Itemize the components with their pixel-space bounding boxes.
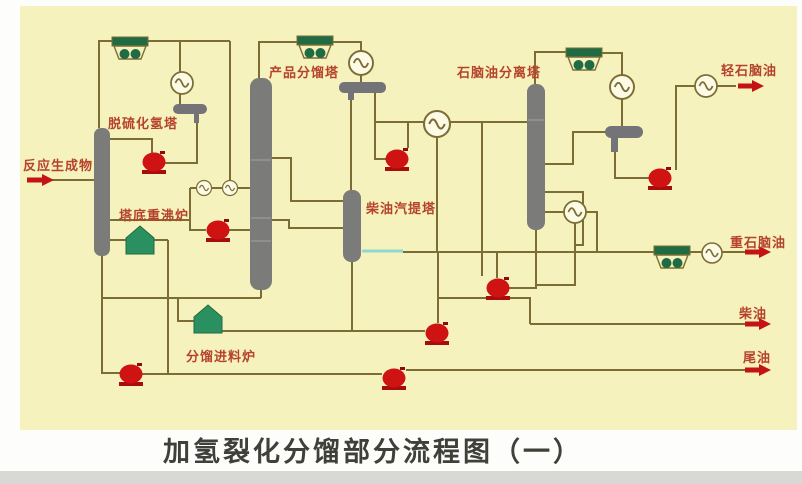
tail-oil-arrow-icon [745,364,771,376]
air-cooler-heavy-naphtha [653,245,691,269]
stream-arrows [27,80,771,376]
heavy-naphtha-arrow-icon [745,246,771,258]
heat-exchanger-icon [348,50,374,76]
label-desulfurizer-column: 脱硫化氢塔 [108,116,178,132]
label-heavy-naphtha: 重石脑油 [730,235,786,251]
diesel-arrow-icon [745,318,771,330]
footer-strip [0,471,802,484]
air-cooler-desulfurizer-overhead [111,36,149,60]
reflux-drum-splitter [605,126,643,152]
label-light-naphtha: 轻石脑油 [721,63,777,79]
column-diesel-stripper [343,190,361,262]
reflux-drums [173,82,643,152]
label-product-fractionator: 产品分馏塔 [269,65,339,81]
label-fractionation-feed-furnace: 分馏进料炉 [186,349,256,365]
heat-exchanger-icon [195,179,213,197]
light-naphtha-arrow-icon [738,80,764,92]
column-product-fractionator [250,78,272,290]
feed-arrow-icon [27,174,54,186]
label-bottom-reboiler-furnace: 塔底重沸炉 [119,208,189,224]
label-diesel-stripper: 柴油汽提塔 [365,201,436,217]
heat-exchanger-icon [221,179,239,197]
reflux-drum-fractionator [339,82,386,100]
heat-exchanger-icon [422,109,452,139]
label-naphtha-splitter: 石脑油分离塔 [456,65,541,81]
air-cooler-splitter-overhead [565,47,603,71]
heat-exchanger-icon [609,74,635,100]
label-diesel: 柴油 [738,306,767,322]
heat-exchanger-icon [563,200,587,224]
diagram-canvas [20,6,797,430]
heat-exchanger-icon [694,74,718,98]
column-naphtha-splitter [527,84,545,230]
label-tail-oil: 尾油 [743,350,771,366]
reflux-drum-desulfurizer [173,104,207,123]
columns [94,78,545,290]
column-desulfurizer [94,128,110,256]
heat-exchanger-icon [701,242,723,264]
diagram-title: 加氢裂化分馏部分流程图（一） [163,436,583,468]
label-feed-stream: 反应生成物 [23,158,93,174]
heat-exchanger-icon [170,71,194,95]
air-cooler-fractionator-overhead [296,35,334,59]
